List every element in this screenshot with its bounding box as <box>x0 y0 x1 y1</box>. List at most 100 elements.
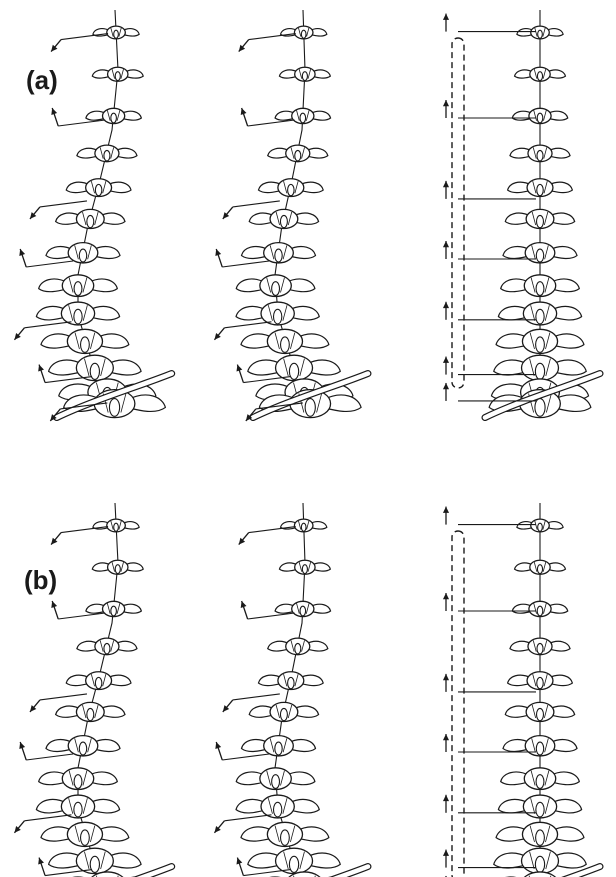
spinous-process <box>300 113 306 123</box>
vertebra <box>279 560 330 574</box>
spinal-canal-line <box>275 503 313 877</box>
spinous-process <box>537 565 542 574</box>
spinous-process <box>537 72 542 81</box>
osteotomy-line <box>222 261 269 267</box>
spinous-process <box>74 309 82 324</box>
spinous-process <box>79 249 86 262</box>
correction-arrow-head <box>443 14 449 20</box>
vertebra <box>517 519 563 532</box>
spinous-process <box>272 282 280 296</box>
vertebra <box>39 768 118 790</box>
vertebra <box>36 795 119 818</box>
spinous-process <box>289 856 298 872</box>
osteotomy-line <box>248 613 295 619</box>
spinous-process <box>536 742 543 755</box>
vertebra <box>498 302 581 325</box>
vertebra <box>510 638 570 655</box>
spinous-process <box>536 802 544 817</box>
vertebra <box>46 736 120 756</box>
spinous-process <box>111 113 117 123</box>
vertebra <box>248 848 340 873</box>
spinous-process <box>537 184 543 195</box>
spinous-process <box>537 606 543 616</box>
spinous-process <box>104 643 110 654</box>
vertebra <box>517 26 563 39</box>
force-arrow-head <box>51 108 57 115</box>
spinous-process <box>537 643 543 654</box>
vertebra <box>56 702 125 721</box>
vertebra <box>242 736 316 756</box>
spinous-process <box>281 830 290 845</box>
correction-arrow-head <box>443 674 449 680</box>
spinous-process <box>95 184 101 195</box>
vertebra <box>508 179 573 197</box>
panel-a-stage-1 <box>14 10 171 421</box>
correction-arrow-head <box>443 850 449 856</box>
vertebra <box>236 768 315 790</box>
spinous-process <box>81 830 90 845</box>
spinous-process <box>280 708 287 720</box>
spinous-process <box>109 399 119 417</box>
vertebra <box>505 702 574 721</box>
spinous-process <box>111 606 117 616</box>
correction-rod <box>452 38 464 388</box>
correction-arrow-head <box>443 734 449 740</box>
spinous-process <box>115 565 120 574</box>
spinous-process <box>301 523 306 531</box>
spinous-process <box>81 337 90 352</box>
spinous-process <box>273 802 281 817</box>
spinous-process <box>95 677 101 688</box>
osteotomy-line <box>248 120 295 126</box>
correction-arrow-head <box>443 302 449 308</box>
spinous-process <box>87 708 94 720</box>
vertebra <box>279 67 330 81</box>
vertebra <box>66 179 131 197</box>
spinous-process <box>115 72 120 81</box>
vertebra <box>510 145 570 162</box>
spinous-process <box>295 643 301 654</box>
spinous-process <box>536 775 544 789</box>
osteotomy-line <box>45 870 92 876</box>
spinous-process <box>538 30 543 38</box>
vertebra <box>93 26 139 39</box>
osteotomy-line <box>61 527 108 533</box>
spinous-process <box>273 309 281 324</box>
vertebra <box>258 672 323 690</box>
correction-arrow-head <box>443 383 449 389</box>
vertebra <box>56 209 125 228</box>
spinous-process <box>79 742 86 755</box>
spinous-process <box>537 708 544 720</box>
osteotomy-line <box>222 754 269 760</box>
vertebra <box>515 560 566 574</box>
vertebra <box>512 108 568 123</box>
vertebra <box>236 302 319 325</box>
spinous-process <box>295 150 301 161</box>
force-arrow-head <box>237 365 243 372</box>
spinous-process <box>536 309 544 324</box>
force-arrow-head <box>241 108 247 115</box>
spinous-process <box>114 30 119 38</box>
vertebra <box>39 275 118 297</box>
vertebra <box>241 822 329 846</box>
force-arrow-head <box>215 742 221 749</box>
spinous-process <box>74 802 82 817</box>
spinous-process <box>87 215 94 227</box>
vertebra <box>77 638 137 655</box>
spinous-process <box>275 742 282 755</box>
correction-arrow-head <box>443 181 449 187</box>
force-arrow-head <box>19 249 25 256</box>
vertebra <box>503 736 577 756</box>
spinous-process <box>272 775 280 789</box>
correction-arrow-head <box>443 241 449 247</box>
vertebra <box>505 209 574 228</box>
vertebral-lamina <box>521 872 560 877</box>
spinous-process <box>537 150 543 161</box>
vertebra <box>236 795 319 818</box>
force-arrow-head <box>38 365 44 372</box>
vertebra <box>242 243 316 263</box>
spinous-process <box>280 215 287 227</box>
vertebra <box>41 822 129 846</box>
vertebra <box>36 302 119 325</box>
spinous-process <box>281 337 290 352</box>
vertebra <box>258 179 323 197</box>
